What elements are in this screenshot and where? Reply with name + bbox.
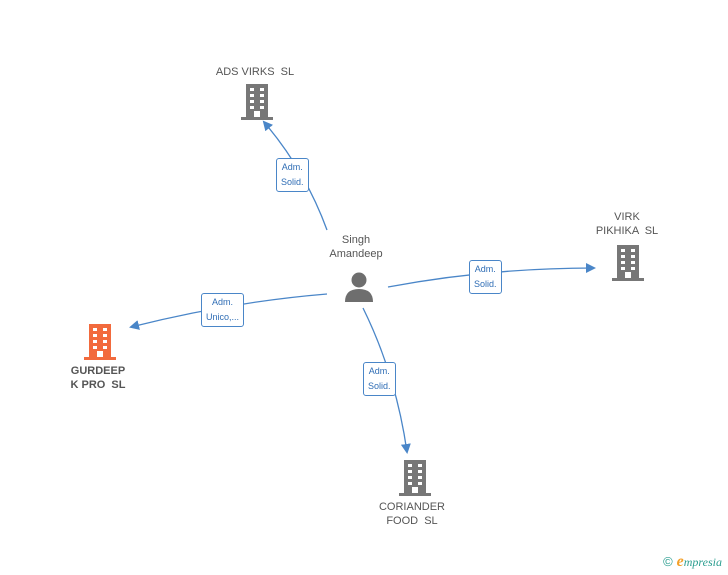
- empresia-watermark: ©empresia: [663, 553, 722, 571]
- brand-rest: mpresia: [683, 555, 722, 569]
- relation-label-coriander[interactable]: Adm. Solid.: [363, 362, 396, 396]
- building-icon[interactable]: [84, 324, 116, 360]
- company-label-ads: ADS VIRKS SL: [215, 66, 295, 78]
- center-person-label: Singh Amandeep: [329, 234, 383, 260]
- person-icon[interactable]: [343, 272, 375, 302]
- relation-label-gurdeep[interactable]: Adm. Unico,...: [201, 293, 245, 327]
- building-icon[interactable]: [612, 245, 644, 281]
- company-label-coriander: CORIANDER FOOD SL: [378, 501, 445, 527]
- relation-label-ads[interactable]: Adm. Solid.: [276, 158, 309, 192]
- copyright-symbol: ©: [663, 554, 673, 569]
- company-label-gurdeep: GURDEEP K PRO SL: [70, 365, 126, 391]
- building-icon[interactable]: [241, 84, 273, 120]
- company-label-virk: VIRK PIKHIKA SL: [595, 211, 659, 237]
- brand-e: e: [676, 553, 684, 570]
- building-icon[interactable]: [399, 460, 431, 496]
- relation-label-virk[interactable]: Adm. Solid.: [469, 260, 502, 294]
